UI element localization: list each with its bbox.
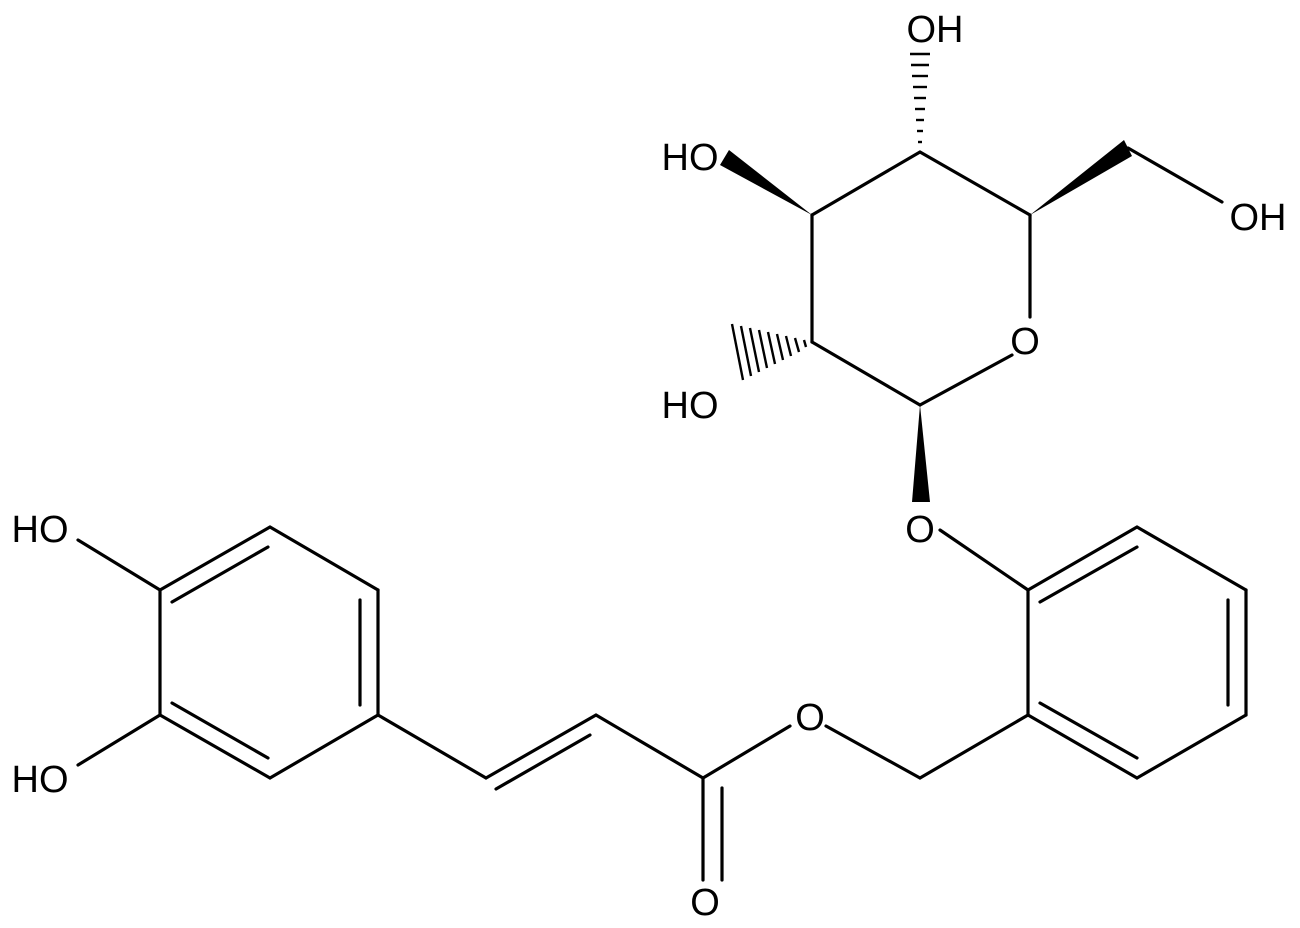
bond bbox=[918, 713, 1030, 780]
glucose-ring bbox=[810, 146, 1224, 407]
glycosidic-oxygen-label: O bbox=[905, 509, 935, 551]
bond bbox=[1135, 713, 1248, 780]
hydroxyl-label: HO bbox=[12, 509, 69, 551]
bond bbox=[494, 733, 592, 791]
bond bbox=[594, 713, 705, 780]
benzyl-ring bbox=[824, 525, 1248, 780]
bond bbox=[376, 713, 488, 780]
hydroxyl-label: HO bbox=[662, 137, 719, 179]
bond bbox=[76, 538, 162, 592]
hydroxyl-label: OH bbox=[1230, 197, 1287, 239]
bond bbox=[1135, 525, 1248, 592]
bond bbox=[824, 724, 922, 780]
wedge-bond bbox=[1030, 140, 1132, 215]
bond bbox=[1038, 545, 1139, 604]
bond bbox=[1126, 146, 1224, 204]
hashed-wedge-bond bbox=[730, 323, 808, 381]
carbonyl-oxygen-label: O bbox=[690, 882, 720, 924]
bond bbox=[484, 713, 598, 780]
hydroxyl-label: OH bbox=[907, 9, 964, 51]
hashed-wedge-bond bbox=[910, 52, 930, 144]
cinnamoyl-chain bbox=[376, 713, 792, 882]
bond bbox=[810, 340, 922, 407]
catechol-ring bbox=[76, 525, 380, 780]
wedge-bond bbox=[912, 405, 930, 502]
bond bbox=[1038, 701, 1139, 760]
bond bbox=[268, 713, 380, 780]
bond bbox=[268, 525, 380, 592]
bond bbox=[918, 353, 1014, 407]
bond bbox=[170, 701, 270, 760]
bond bbox=[170, 545, 270, 604]
bond bbox=[701, 724, 792, 780]
bond bbox=[1026, 525, 1139, 592]
bond bbox=[810, 150, 922, 217]
bond bbox=[76, 713, 162, 767]
ring-oxygen-label: O bbox=[1010, 321, 1040, 363]
ester-oxygen-label: O bbox=[795, 697, 825, 739]
bond bbox=[918, 150, 1032, 217]
bond bbox=[158, 525, 272, 592]
bond bbox=[938, 528, 1030, 592]
hydroxyl-label: HO bbox=[662, 385, 719, 427]
bond bbox=[1026, 713, 1139, 780]
hydroxyl-label: HO bbox=[12, 759, 69, 801]
wedge-bond bbox=[720, 150, 812, 215]
bond bbox=[158, 713, 272, 780]
